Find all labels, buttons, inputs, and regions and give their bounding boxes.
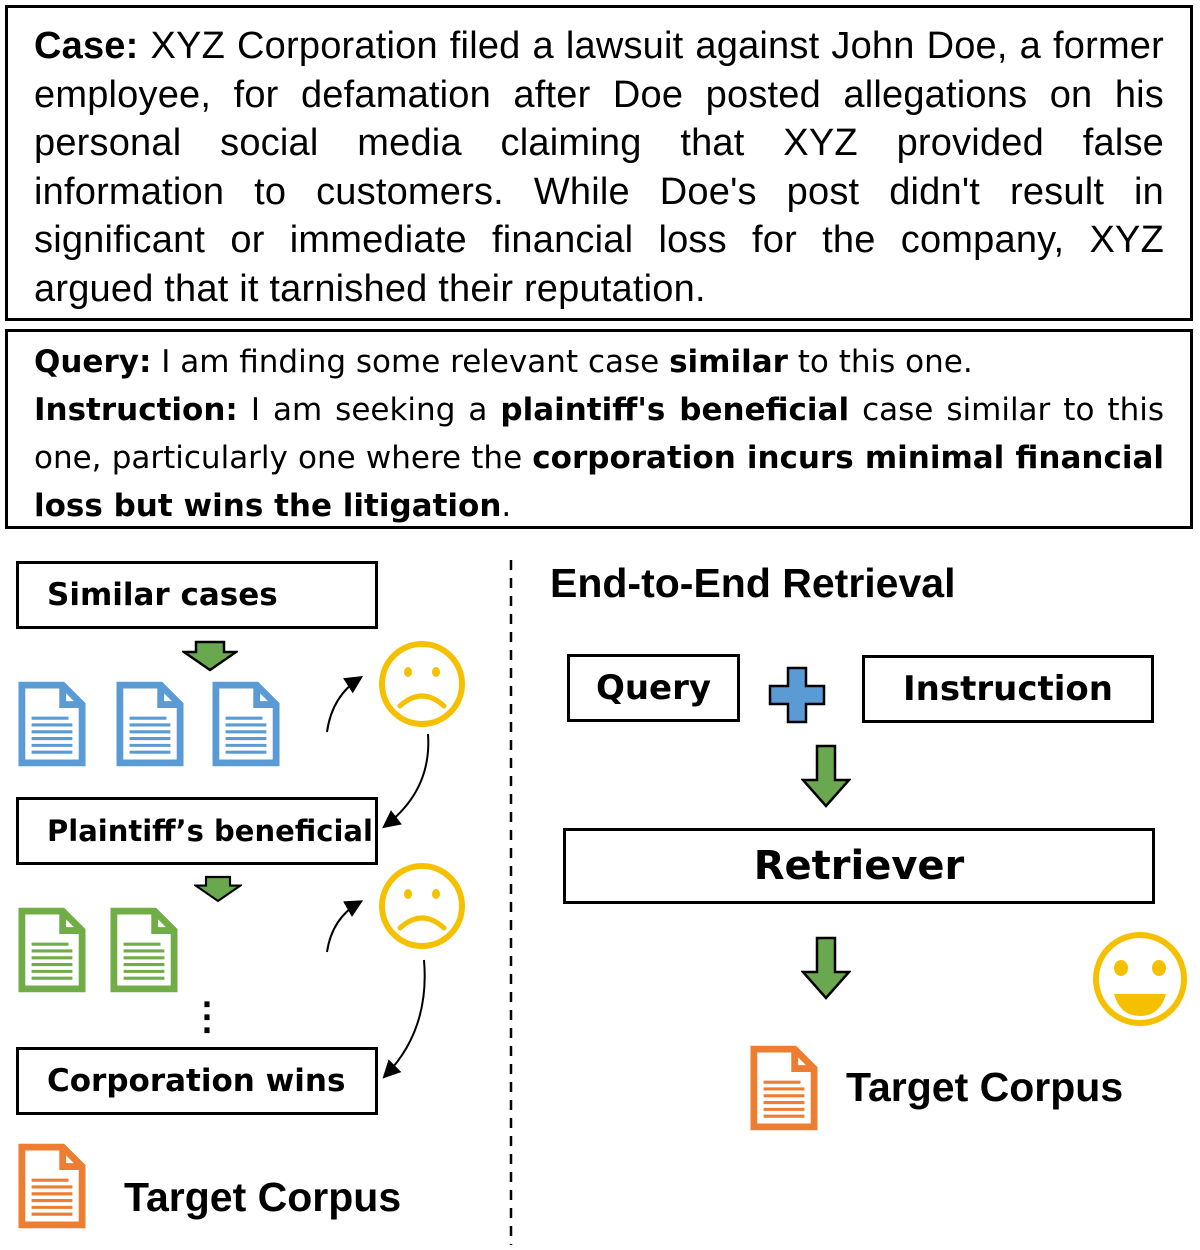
left-target-corpus: Target Corpus [124,1174,402,1220]
instruction-text-end: . [501,488,512,524]
instruction-bold: corporation incurs minimal financial los… [34,440,1164,524]
plus-icon [768,666,826,724]
curved-arrow-icon [326,900,364,953]
step-plaintiff-beneficial-label: Plaintiff’s beneficial [47,814,373,848]
step-corporation-wins: Corporation wins [16,1047,378,1115]
case-box: Case: XYZ Corporation filed a lawsuit ag… [5,5,1193,321]
document-icon [22,1147,82,1225]
document-icon [114,911,174,989]
ellipsis: ⋮ [188,996,226,1038]
retriever-box: Retriever [563,828,1155,904]
instruction-box: Instruction [862,655,1154,723]
query-instruction-box: Query: I am finding some relevant case s… [5,329,1193,529]
sad-face-icon [379,863,465,949]
instruction-label: Instruction: [34,392,238,428]
document-icon [22,911,82,989]
query-box: Query [567,654,740,722]
query-text-end: to this one. [787,344,973,380]
curved-arrow-icon [382,733,430,829]
query-label: Query: [34,344,152,380]
instruction-box-label: Instruction [903,669,1113,709]
right-panel-title: End-to-End Retrieval [550,560,956,606]
case-paragraph: Case: XYZ Corporation filed a lawsuit ag… [34,22,1164,313]
instruction-text: case similar to this one, particularly o… [34,392,1164,476]
down-arrow-icon [182,640,238,672]
case-label: Case: [34,25,139,67]
step-similar-cases: Similar cases [16,561,378,629]
document-icon [754,1049,814,1127]
document-icon [216,685,276,763]
retriever-label: Retriever [753,843,965,889]
step-plaintiff-beneficial: Plaintiff’s beneficial [16,797,378,865]
query-box-label: Query [595,668,712,708]
down-arrow-icon [801,744,851,808]
query-text: I am finding some relevant case [151,344,670,380]
instruction-paragraph: Instruction: I am seeking a plaintiff's … [34,386,1164,530]
sad-face-icon [379,641,465,727]
down-arrow-icon [194,875,242,903]
document-icon [22,685,82,763]
step-corporation-wins-label: Corporation wins [47,1063,346,1099]
query-bold: similar [669,344,788,380]
query-paragraph: Query: I am finding some relevant case s… [34,338,1164,386]
down-arrow-icon [801,936,851,1000]
happy-face-icon [1093,932,1187,1026]
document-icon [120,685,180,763]
instruction-text: I am seeking a [237,392,501,428]
right-target-corpus: Target Corpus [846,1064,1124,1110]
case-text: XYZ Corporation filed a lawsuit against … [34,25,1164,310]
curved-arrow-icon [326,676,364,733]
curved-arrow-icon [382,959,426,1079]
instruction-bold: plaintiff's beneficial [500,392,850,428]
step-similar-cases-label: Similar cases [47,577,278,613]
